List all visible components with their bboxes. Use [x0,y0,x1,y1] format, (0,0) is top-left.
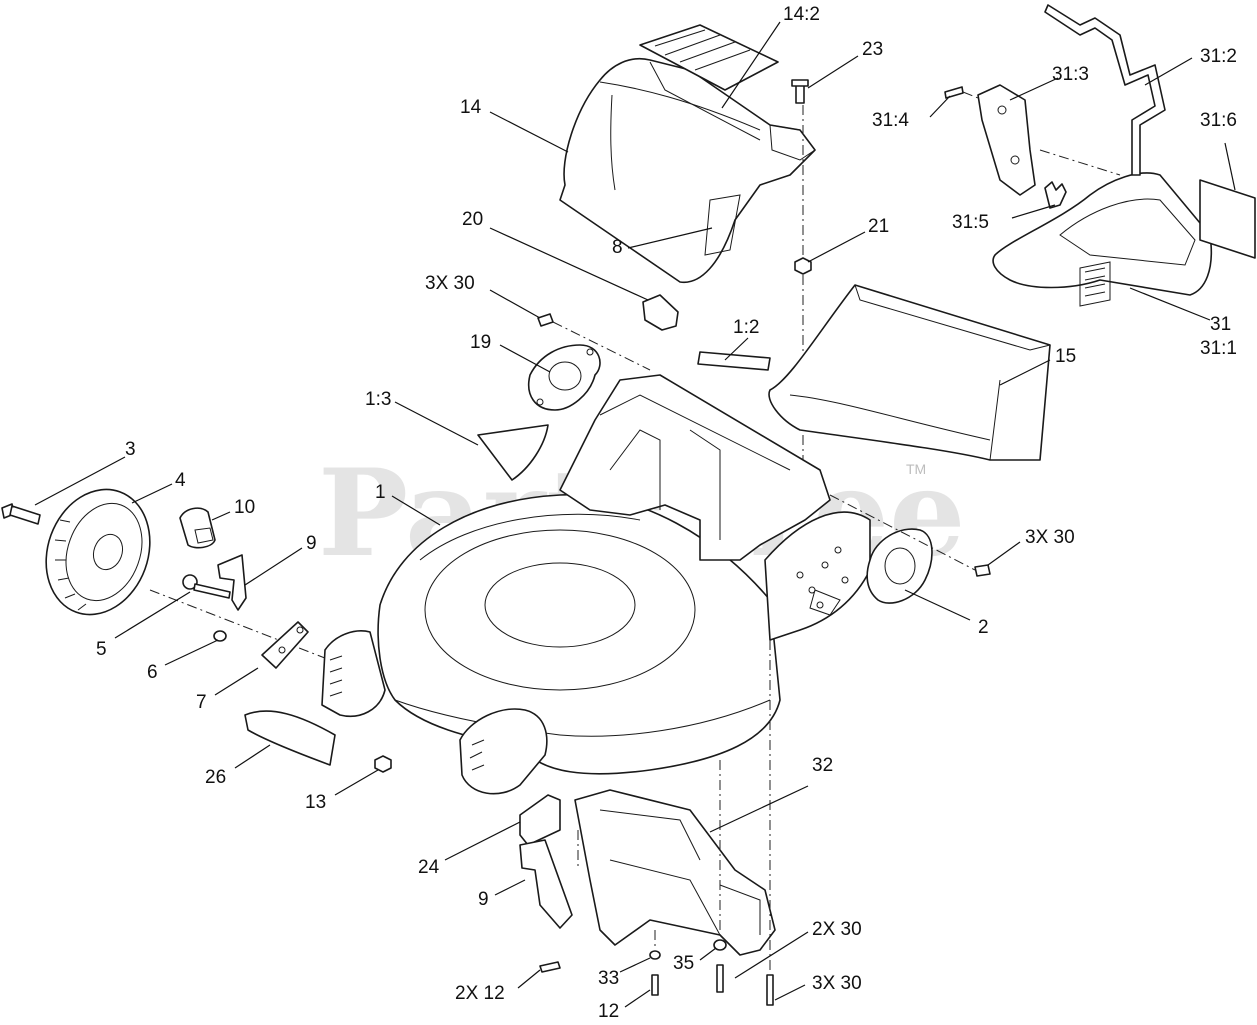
part-screw-3x30-bottom [766,974,774,1006]
callout-3x30-right: 3X 30 [1025,527,1075,548]
callout-15: 15 [1055,346,1076,367]
part-side-plate [764,511,871,641]
leader-lines [34,21,1236,1008]
callout-31-4: 31:4 [872,110,909,131]
part-screw-top [537,313,554,327]
callout-5: 5 [96,639,107,660]
part-bracket-24 [519,794,561,846]
part-chute-15 [768,284,1051,461]
callout-4: 4 [175,470,186,491]
watermark-trademark: TM [906,461,926,477]
callout-32: 32 [812,755,833,776]
part-deck-frame [559,374,831,561]
callout-31-3: 31:3 [1052,64,1089,85]
part-bolt-5 [182,574,231,599]
callout-7: 7 [196,692,207,713]
part-decal-1-3 [477,424,549,481]
callout-1-3: 1:3 [365,389,391,410]
callout-2x12: 2X 12 [455,983,505,1004]
part-screw-2x12 [539,961,561,973]
callout-35: 35 [673,953,694,974]
callout-9-top: 9 [306,533,317,554]
callout-3x30-bottom: 3X 30 [812,973,862,994]
part-rear-skirt-32 [574,789,776,956]
part-rod-31-2 [1044,4,1166,176]
part-bracket-9-bottom [519,839,573,929]
part-rear-adjuster [459,708,548,795]
callout-23: 23 [862,39,883,60]
part-nut-13 [374,755,392,773]
callout-21: 21 [868,216,889,237]
part-rear-shroud [559,58,816,284]
part-bracket-31-3 [977,84,1036,196]
callout-2x30: 2X 30 [812,919,862,940]
part-discharge-bag-31 [992,172,1213,307]
part-screw-right [974,564,991,577]
callout-2: 2 [978,617,989,638]
callout-10: 10 [234,497,255,518]
callout-3: 3 [125,439,136,460]
callout-31-6: 31:6 [1200,110,1237,131]
callout-8: 8 [612,237,623,258]
callout-9-bottom: 9 [478,889,489,910]
callout-19: 19 [470,332,491,353]
part-bolt-3 [1,503,41,525]
part-knob-10 [179,507,216,549]
callout-31: 31 [1210,314,1231,335]
part-pin-12 [651,974,659,996]
part-decal-1-2 [697,351,771,371]
part-front-adjuster-left [321,630,386,717]
callout-labels: 14:2 23 31:2 31:3 14 31:4 31:6 31:5 8 20… [96,4,1237,1022]
part-label-31-6 [1199,179,1256,259]
callout-26: 26 [205,767,226,788]
callout-31-5: 31:5 [952,212,989,233]
part-gasket-2 [866,528,933,604]
callout-31-2: 31:2 [1200,46,1237,67]
callout-6: 6 [147,662,158,683]
callout-14: 14 [460,97,482,118]
part-gasket-19 [528,344,601,411]
callout-14-2: 14:2 [783,4,820,25]
callout-13: 13 [305,792,326,813]
part-screw-2x30 [716,964,724,993]
part-washer-35 [713,939,727,951]
callout-1-2: 1:2 [733,317,759,338]
callout-20: 20 [462,209,483,230]
part-bolt-23 [791,79,809,104]
part-bracket-9-top [217,554,247,611]
callout-31-1: 31:1 [1200,338,1237,359]
part-decal-14-2 [639,24,779,91]
callout-24: 24 [418,857,440,878]
part-wheel-4 [45,488,151,616]
part-washer-33 [649,950,661,960]
part-plug-26 [244,710,336,766]
callout-12: 12 [598,1001,619,1022]
part-clip-20 [642,294,679,331]
part-washer-6 [213,630,227,642]
callout-3x30-top: 3X 30 [425,273,475,294]
part-pin-31-4 [944,86,964,99]
part-plate-7 [261,621,309,669]
callout-33: 33 [598,968,619,989]
part-spring-31-5 [1044,181,1067,209]
part-nut-21 [794,257,812,275]
callout-1: 1 [375,482,386,503]
